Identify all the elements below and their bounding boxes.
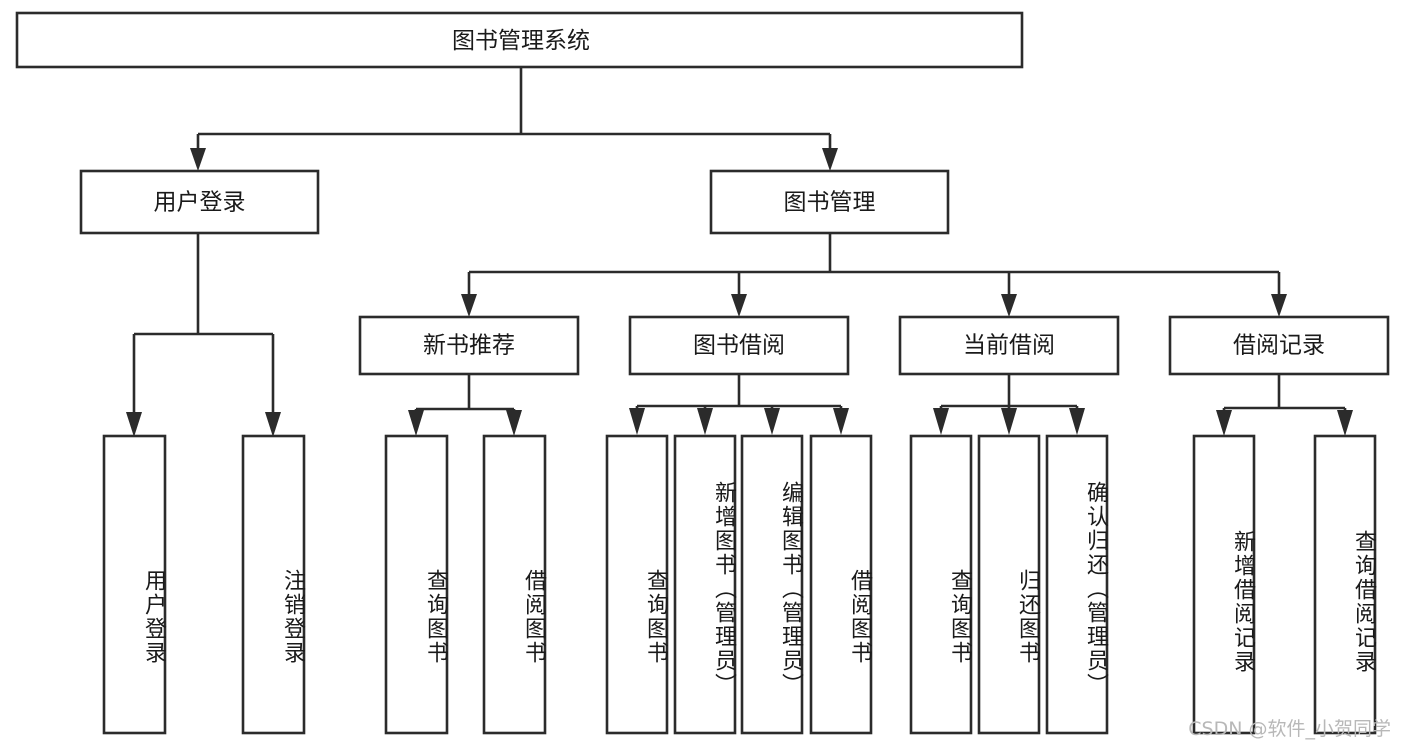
node-box-current[interactable] <box>898 315 1120 376</box>
node-box-leaf-records-query[interactable] <box>1313 434 1377 735</box>
node-box-records[interactable] <box>1168 315 1390 376</box>
node-label-current: 当前借阅 <box>963 333 1055 359</box>
arrow-head-records-query <box>1337 410 1353 436</box>
arrow-head-borrow <box>731 294 747 317</box>
arrow-head-current-confirm <box>1069 408 1085 435</box>
node-box-leaf-borrow-query[interactable] <box>605 434 669 735</box>
node-box-leaf-current-confirm[interactable] <box>1045 434 1109 735</box>
csdn-watermark: CSDN @软件_小贺同学 <box>1188 718 1391 740</box>
node-box-root[interactable] <box>15 11 1024 69</box>
node-label-root: 图书管理系统 <box>452 28 590 54</box>
arrow-head-current <box>1001 294 1017 317</box>
node-box-leaf-records-add[interactable] <box>1192 434 1256 735</box>
arrow-head-newbook <box>461 294 477 317</box>
node-box-leaf-user-logout[interactable] <box>241 434 306 735</box>
arrow-head-borrow-do <box>833 408 849 435</box>
connectors <box>126 67 1353 437</box>
node-box-leaf-newbook-query[interactable] <box>384 434 449 735</box>
node-label-bookmgmt: 图书管理 <box>784 190 876 216</box>
arrow-head-leaf-user-logout <box>265 412 281 437</box>
node-label-borrow: 图书借阅 <box>693 333 785 359</box>
arrow-head-newbook-query <box>408 410 424 436</box>
arrow-head-leaf-user-login <box>126 412 142 437</box>
node-box-login[interactable] <box>79 169 320 235</box>
arrow-head-current-query <box>933 408 949 435</box>
arrow-head-borrow-add <box>697 408 713 435</box>
node-label-records: 借阅记录 <box>1233 333 1325 359</box>
node-boxes: 图书管理系统 用户登录 图书管理 新书推荐 图书借阅 当前借阅 借阅记录 <box>15 11 1390 735</box>
node-box-leaf-user-login[interactable] <box>102 434 167 735</box>
arrow-head-records-add <box>1216 410 1232 436</box>
arrow-head-borrow-query <box>629 408 645 435</box>
arrow-head-current-return <box>1001 408 1017 435</box>
node-label-login: 用户登录 <box>154 190 246 216</box>
node-box-leaf-current-return[interactable] <box>977 434 1041 735</box>
node-box-leaf-borrow-edit[interactable] <box>740 434 804 735</box>
arrow-head-records <box>1271 294 1287 317</box>
arrow-head-newbook-borrow <box>506 410 522 436</box>
node-box-borrow[interactable] <box>628 315 850 376</box>
node-box-leaf-borrow-do[interactable] <box>809 434 873 735</box>
node-box-leaf-current-query[interactable] <box>909 434 973 735</box>
arrow-head-bookmgmt <box>822 148 838 171</box>
arrow-head-borrow-edit <box>764 408 780 435</box>
node-box-leaf-borrow-add[interactable] <box>673 434 737 735</box>
node-box-leaf-newbook-borrow[interactable] <box>482 434 547 735</box>
arrow-head-login <box>190 148 206 171</box>
node-label-newbook: 新书推荐 <box>423 333 515 359</box>
node-box-bookmgmt[interactable] <box>709 169 950 235</box>
node-box-newbook[interactable] <box>358 315 580 376</box>
